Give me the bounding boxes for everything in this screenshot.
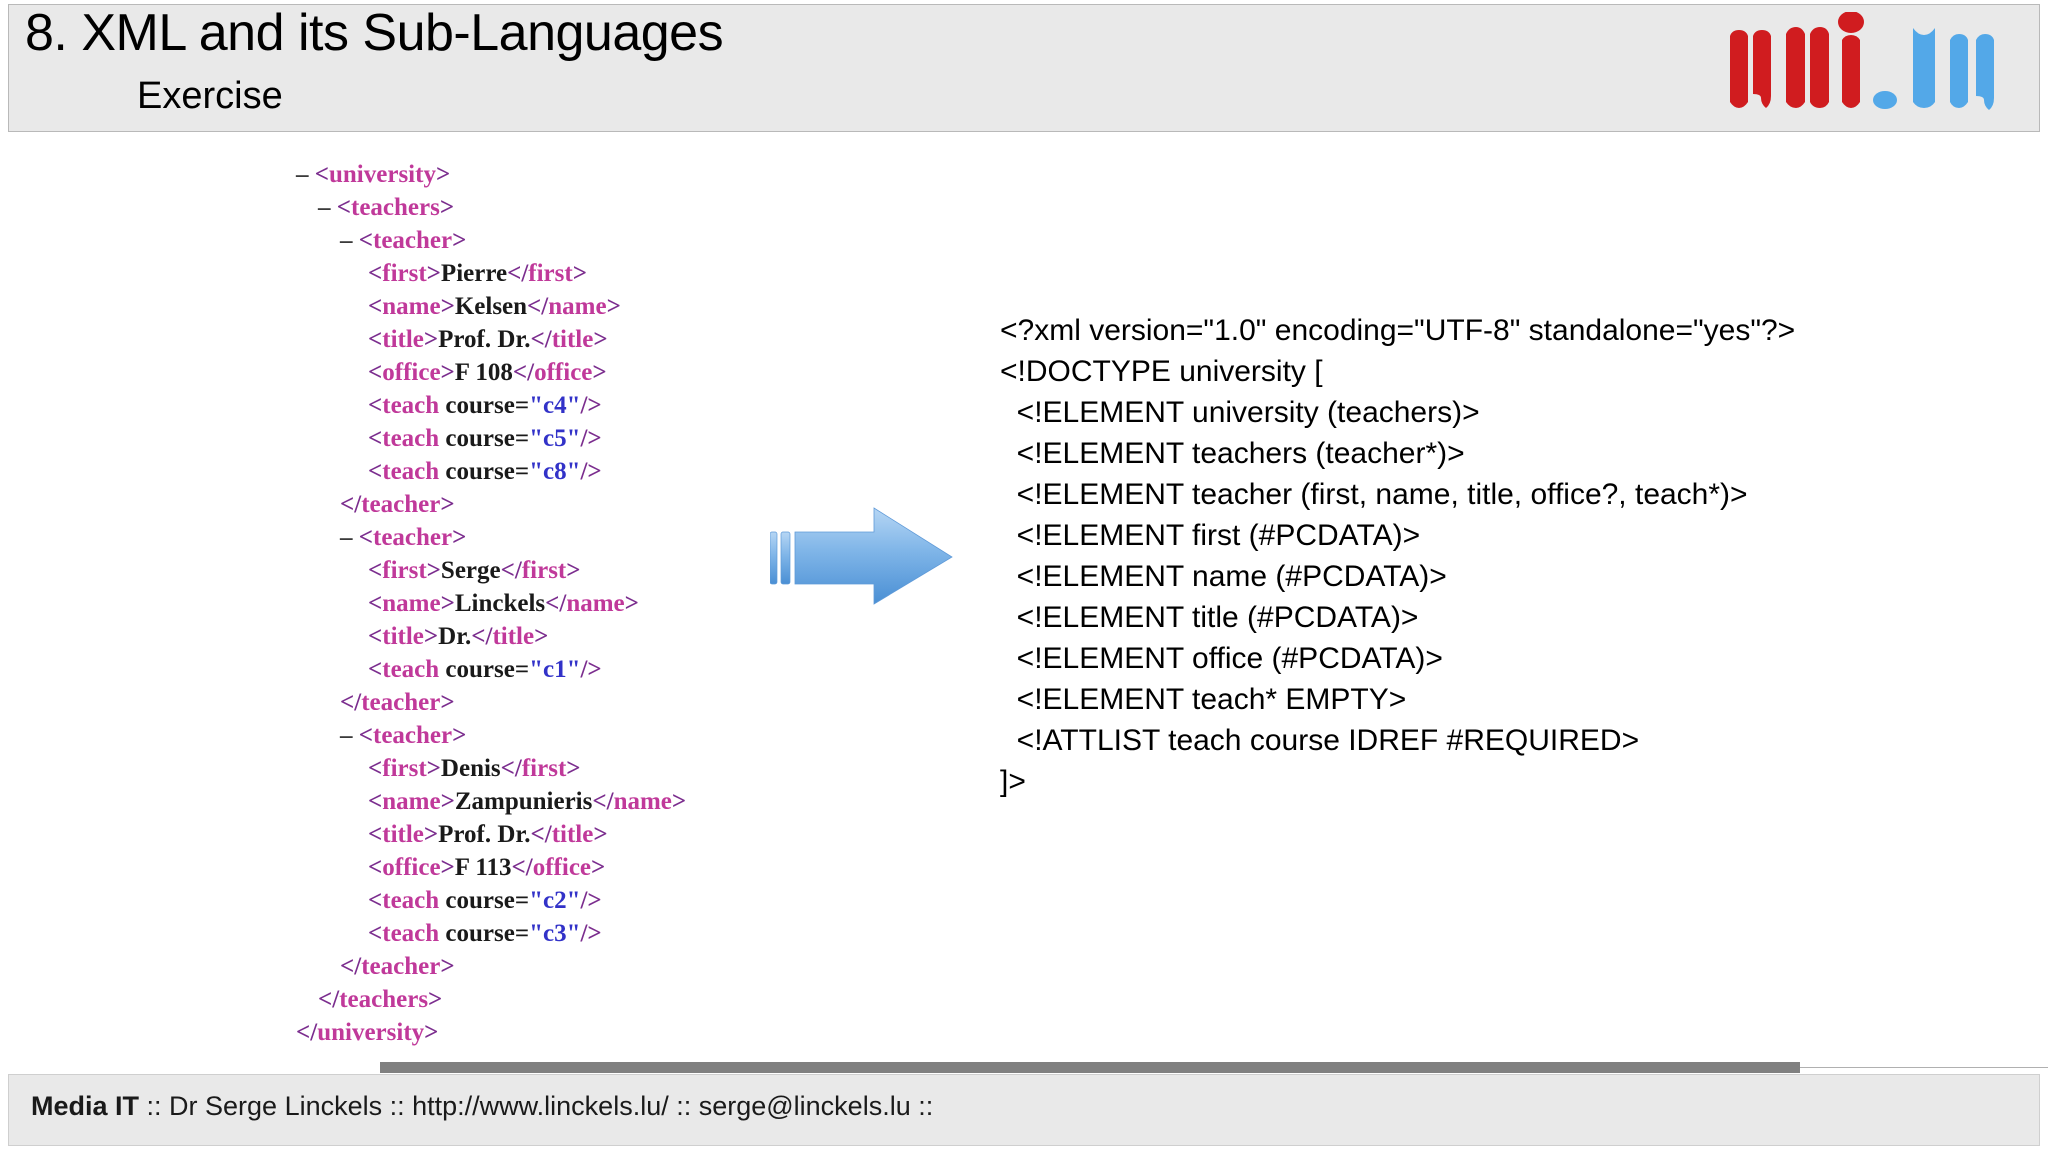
dtd-line: <?xml version="1.0" encoding="UTF-8" sta… — [1000, 314, 1796, 347]
xml-tree-line: <teach course="c1"/> — [368, 656, 602, 683]
dtd-line: <!ELEMENT teach* EMPTY> — [1000, 683, 1407, 716]
xml-tree-line: <title>Prof. Dr.</title> — [368, 326, 608, 353]
right-arrow-icon — [769, 507, 953, 605]
xml-tree-line: <first>Pierre</first> — [368, 260, 587, 287]
xml-tree-line: <name>Zampunieris</name> — [368, 788, 687, 815]
dtd-line: <!ATTLIST teach course IDREF #REQUIRED> — [1000, 724, 1640, 757]
xml-tree-line: – <university> — [296, 161, 451, 188]
tree-collapse-toggle[interactable]: – — [318, 194, 337, 221]
xml-tree-line: <teach course="c5"/> — [368, 425, 602, 452]
tree-collapse-toggle[interactable]: – — [340, 524, 359, 551]
footer-strip: Media IT :: Dr Serge Linckels :: http://… — [8, 1074, 2040, 1146]
unilu-logo-icon — [1730, 11, 1994, 110]
xml-tree-line: – <teacher> — [340, 524, 467, 551]
xml-tree-line: <first>Denis</first> — [368, 755, 581, 782]
xml-tree-line: </teacher> — [340, 491, 455, 518]
dtd-line: <!ELEMENT first (#PCDATA)> — [1000, 519, 1421, 552]
xml-tree-line: <title>Prof. Dr.</title> — [368, 821, 608, 848]
xml-tree-line: </teachers> — [318, 986, 443, 1013]
footer-divider-bar — [380, 1062, 2048, 1073]
xml-tree-line: <teach course="c3"/> — [368, 920, 602, 947]
xml-tree-line: </teacher> — [340, 953, 455, 980]
dtd-line: <!ELEMENT office (#PCDATA)> — [1000, 642, 1443, 675]
xml-tree-line: <title>Dr.</title> — [368, 623, 549, 650]
tree-collapse-toggle[interactable]: – — [296, 161, 315, 188]
xml-tree-line: </teacher> — [340, 689, 455, 716]
xml-tree-line: <name>Linckels</name> — [368, 590, 639, 617]
dtd-code-block: <?xml version="1.0" encoding="UTF-8" sta… — [1000, 310, 1795, 802]
dtd-line: <!DOCTYPE university [ — [1000, 355, 1323, 388]
dtd-line: <!ELEMENT teacher (first, name, title, o… — [1000, 478, 1748, 511]
dtd-line: <!ELEMENT teachers (teacher*)> — [1000, 437, 1465, 470]
dtd-line: <!ELEMENT name (#PCDATA)> — [1000, 560, 1447, 593]
tree-collapse-toggle[interactable]: – — [340, 722, 359, 749]
dtd-line: ]> — [1000, 765, 1026, 798]
xml-tree-line: – <teachers> — [318, 194, 455, 221]
xml-tree-line: <first>Serge</first> — [368, 557, 581, 584]
xml-tree-line: <teach course="c2"/> — [368, 887, 602, 914]
xml-tree-line: <office>F 108</office> — [368, 359, 607, 386]
dtd-line: <!ELEMENT university (teachers)> — [1000, 396, 1480, 429]
xml-tree-view: – <university> – <teachers> – <teacher> <fi… — [296, 158, 686, 1049]
xml-tree-line: <name>Kelsen</name> — [368, 293, 621, 320]
footer-brand: Media IT — [31, 1091, 140, 1121]
tree-collapse-toggle[interactable]: – — [340, 227, 359, 254]
xml-tree-line: – <teacher> — [340, 227, 467, 254]
footer-text: Media IT :: Dr Serge Linckels :: http://… — [31, 1091, 933, 1122]
xml-tree-line: <teach course="c8"/> — [368, 458, 602, 485]
xml-tree-line: </university> — [296, 1019, 439, 1046]
unilu-logo — [1720, 11, 2020, 112]
dtd-line: <!ELEMENT title (#PCDATA)> — [1000, 601, 1419, 634]
slide-header: 8. XML and its Sub-Languages Exercise — [8, 4, 2040, 132]
xml-tree-line: – <teacher> — [340, 722, 467, 749]
page-title: 8. XML and its Sub-Languages — [25, 4, 724, 62]
xml-tree-line: <teach course="c4"/> — [368, 392, 602, 419]
footer-credits: :: Dr Serge Linckels :: http://www.linck… — [139, 1091, 934, 1121]
xml-tree-line: <office>F 113</office> — [368, 854, 606, 881]
page-subtitle: Exercise — [137, 75, 283, 117]
right-arrow-graphic — [769, 500, 960, 610]
